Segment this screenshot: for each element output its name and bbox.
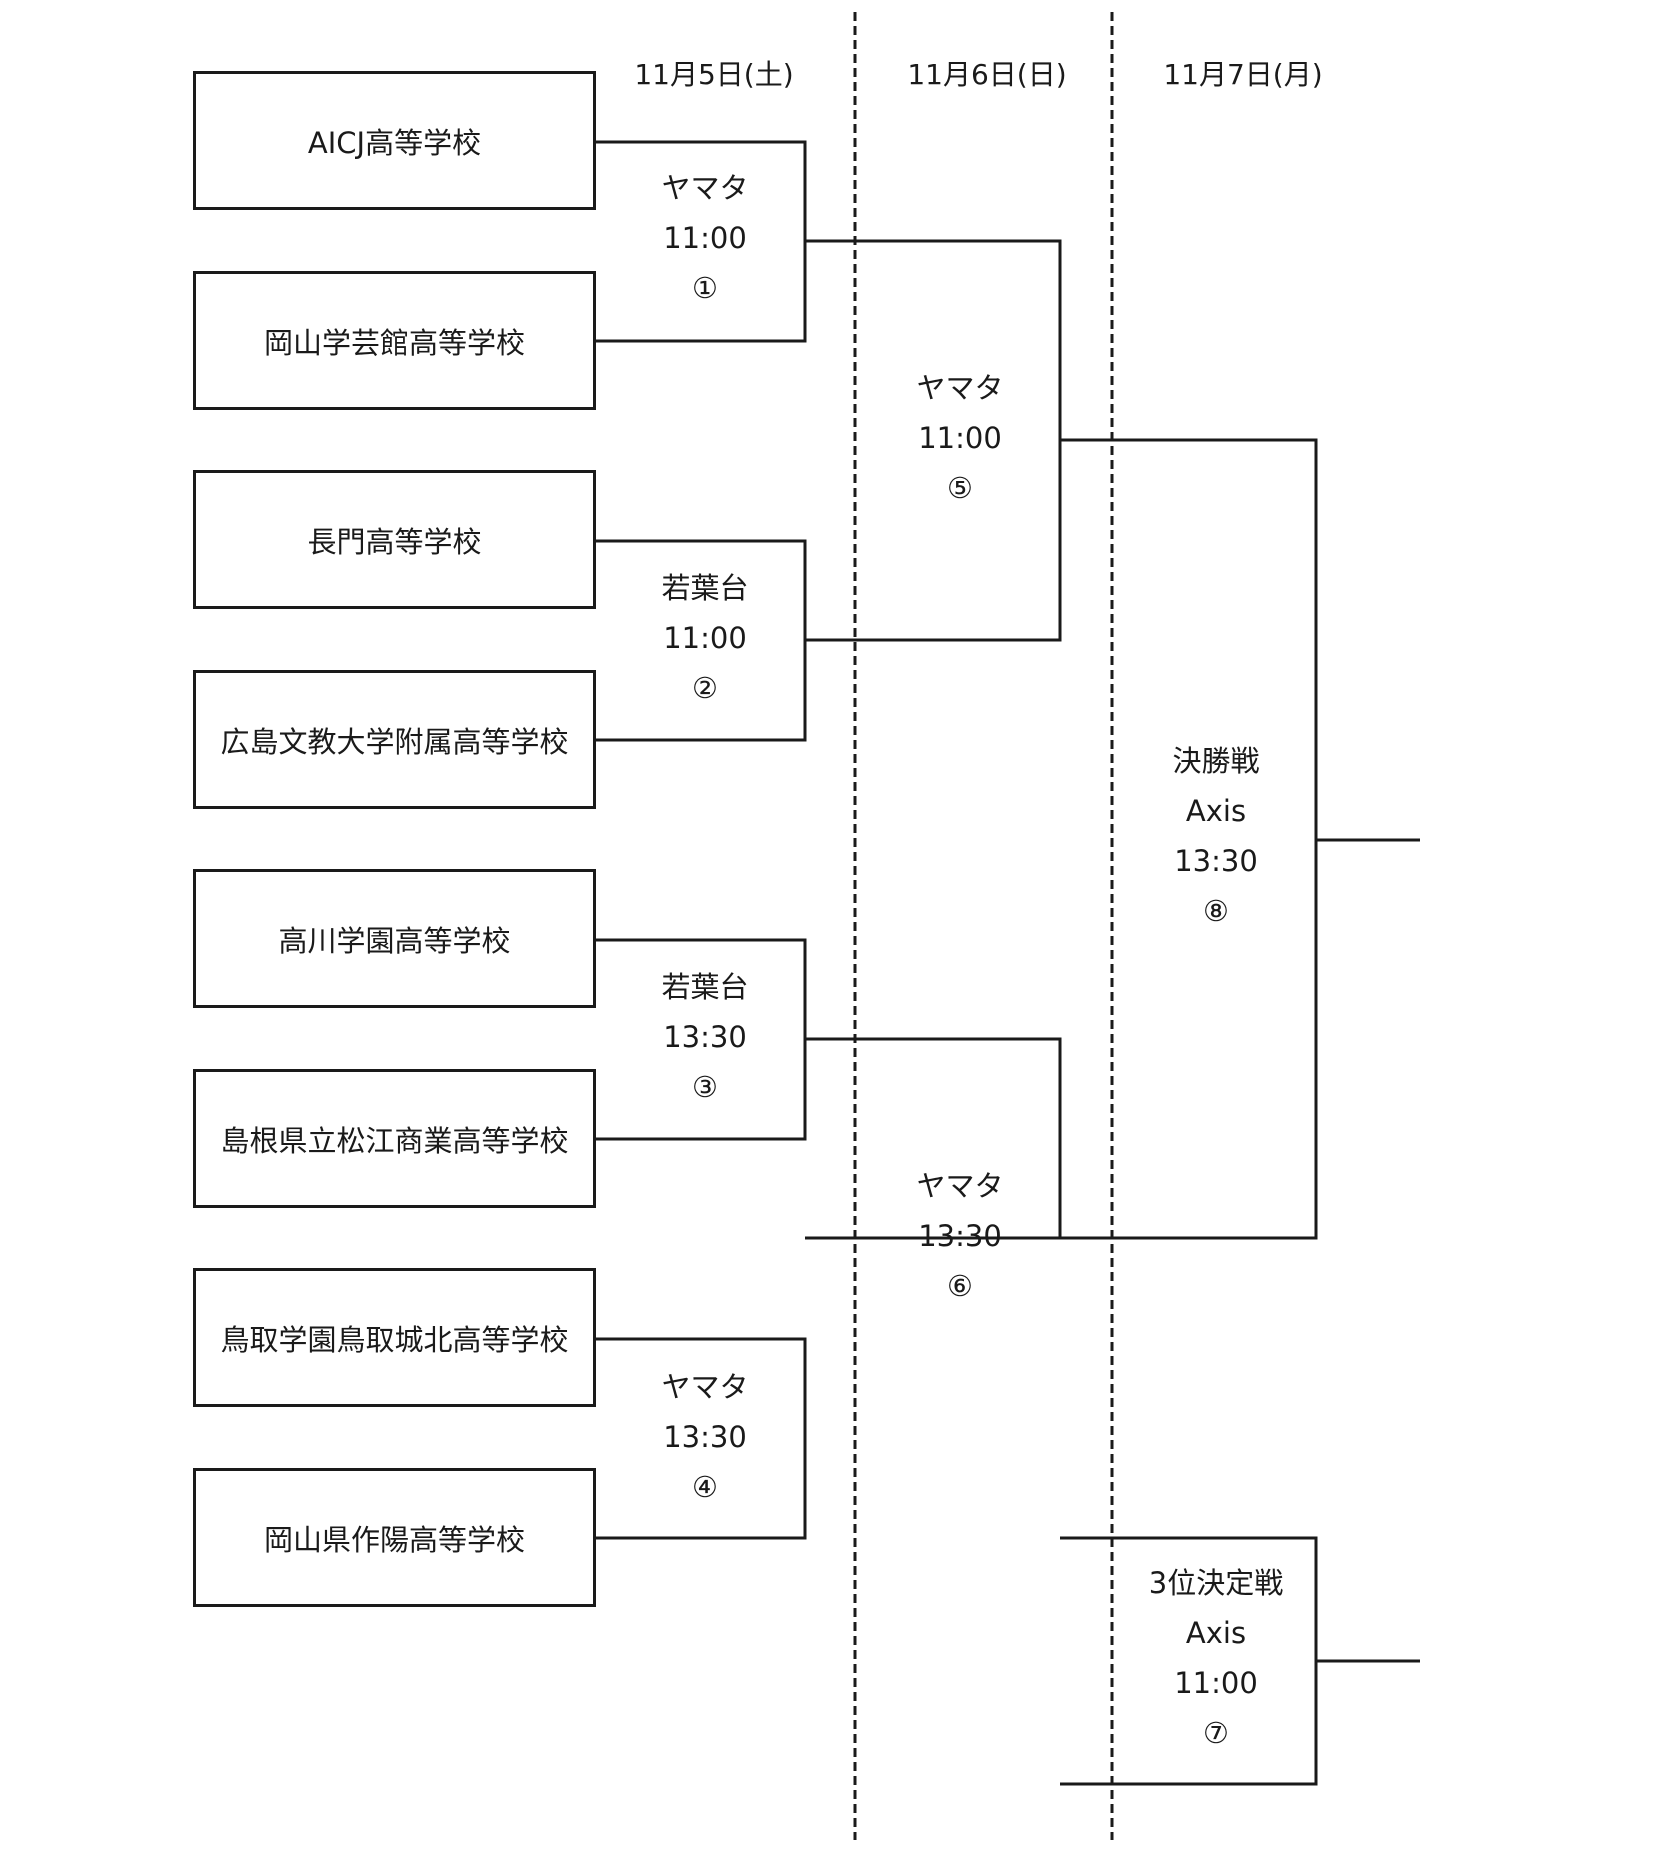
match-venue: ヤマタ — [661, 1370, 749, 1404]
match-number: ④ — [692, 1470, 718, 1504]
match-label-2: 若葉台 11:00 ② — [595, 563, 815, 713]
match-venue: Axis — [1185, 794, 1247, 828]
match-time: 11:00 — [1174, 1666, 1258, 1700]
team-box: AICJ高等学校 — [193, 71, 596, 210]
match-venue: 若葉台 — [661, 571, 749, 605]
match-time: 13:30 — [663, 1020, 747, 1054]
day-header-1: 11月5日(土) — [634, 58, 794, 91]
match-label-4: ヤマタ 13:30 ④ — [595, 1362, 815, 1512]
match-label-6: ヤマタ 13:30 ⑥ — [850, 1161, 1070, 1311]
match-time: 13:30 — [663, 1420, 747, 1454]
match-time: 11:00 — [663, 621, 747, 655]
match-venue: ヤマタ — [916, 371, 1004, 405]
team-box: 長門高等学校 — [193, 470, 596, 609]
day-header-3: 11月7日(月) — [1163, 58, 1323, 91]
match-number: ⑥ — [947, 1269, 973, 1303]
team-box: 高川学園高等学校 — [193, 869, 596, 1008]
day-header-2: 11月6日(日) — [907, 58, 1067, 91]
match-venue: Axis — [1185, 1616, 1247, 1650]
match-number: ③ — [692, 1070, 718, 1104]
match-title: 3位決定戦 — [1148, 1566, 1284, 1600]
team-box: 鳥取学園鳥取城北高等学校 — [193, 1268, 596, 1407]
match-number: ⑦ — [1203, 1716, 1229, 1750]
match-label-3: 若葉台 13:30 ③ — [595, 962, 815, 1112]
match-label-1: ヤマタ 11:00 ① — [595, 163, 815, 313]
team-box: 広島文教大学附属高等学校 — [193, 670, 596, 809]
match-number: ⑤ — [947, 471, 973, 505]
match-label-5: ヤマタ 11:00 ⑤ — [850, 363, 1070, 513]
match-label-final: 決勝戦 Axis 13:30 ⑧ — [1106, 736, 1326, 936]
match-number: ② — [692, 671, 718, 705]
match-time: 13:30 — [918, 1219, 1002, 1253]
bracket-match-4 — [596, 1337, 807, 1540]
match-venue: 若葉台 — [661, 970, 749, 1004]
match-time: 11:00 — [663, 221, 747, 255]
team-box: 岡山学芸館高等学校 — [193, 271, 596, 410]
match-label-third-place: 3位決定戦 Axis 11:00 ⑦ — [1106, 1558, 1326, 1758]
bracket-match-6 — [805, 1037, 1062, 1240]
match-time: 11:00 — [918, 421, 1002, 455]
match-venue: ヤマタ — [916, 1169, 1004, 1203]
match-number: ① — [692, 271, 718, 305]
match-venue: ヤマタ — [661, 171, 749, 205]
match-number: ⑧ — [1203, 894, 1229, 928]
team-box: 島根県立松江商業高等学校 — [193, 1069, 596, 1208]
match-title: 決勝戦 — [1172, 744, 1260, 778]
match-time: 13:30 — [1174, 844, 1258, 878]
team-box: 岡山県作陽高等学校 — [193, 1468, 596, 1607]
